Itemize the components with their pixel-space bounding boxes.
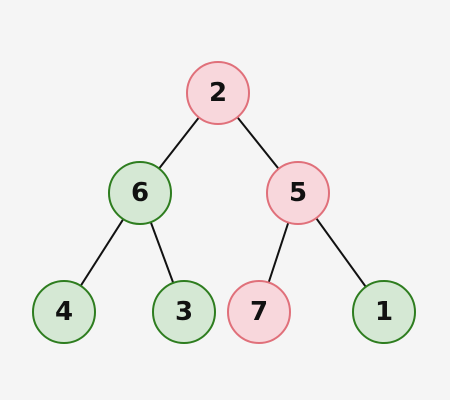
tree-node-1: 1	[352, 280, 416, 344]
node-circle-3	[152, 280, 216, 344]
tree-nodes: 2 6 5 4 3 7 1	[32, 61, 416, 344]
node-label-4: 4	[55, 297, 73, 327]
node-circle-4	[32, 280, 96, 344]
node-label-2: 2	[209, 78, 227, 108]
node-label-5: 5	[289, 178, 307, 208]
tree-node-7: 7	[227, 280, 291, 344]
node-circle-6	[108, 161, 172, 225]
tree-node-2: 2	[186, 61, 250, 125]
node-label-7: 7	[250, 297, 268, 327]
tree-node-5: 5	[266, 161, 330, 225]
node-label-1: 1	[375, 297, 393, 327]
tree-node-6: 6	[108, 161, 172, 225]
node-label-6: 6	[131, 178, 149, 208]
node-label-3: 3	[175, 297, 193, 327]
tree-node-4: 4	[32, 280, 96, 344]
node-circle-5	[266, 161, 330, 225]
node-circle-7	[227, 280, 291, 344]
tree-node-3: 3	[152, 280, 216, 344]
node-circle-1	[352, 280, 416, 344]
node-circle-2	[186, 61, 250, 125]
